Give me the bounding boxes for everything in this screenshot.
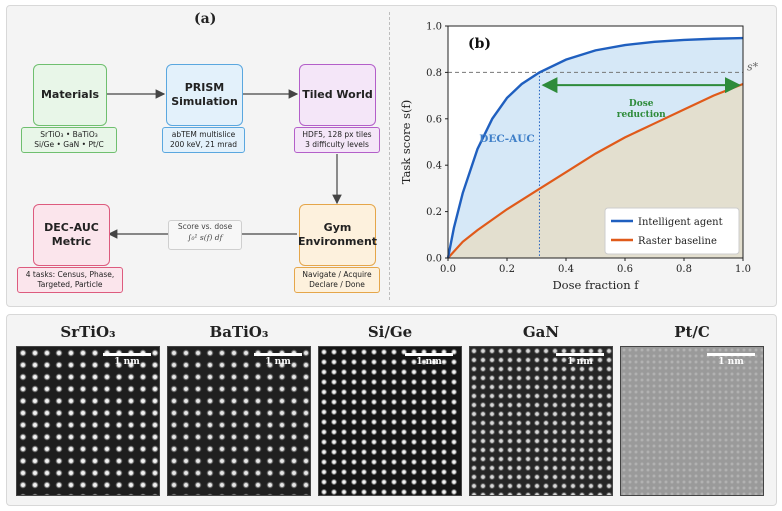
scale-bar-label: 1 nm xyxy=(114,357,140,367)
caption-line: 3 difficulty levels xyxy=(305,140,369,149)
y-tick-label: 0.6 xyxy=(426,114,442,125)
formula-text: ∫₀¹ s(f) df xyxy=(187,233,223,242)
x-axis-label: Dose fraction f xyxy=(552,278,639,292)
material-title: BaTiO₃ xyxy=(209,323,269,341)
series-raster-line xyxy=(447,82,744,259)
material-micrograph: 1 nm xyxy=(318,346,462,496)
scale-bar: 1 nm xyxy=(707,353,755,367)
material-micrograph: 1 nm xyxy=(469,346,613,496)
caption-line: SrTiO₃ • BaTiO₃ xyxy=(40,130,98,139)
caption-tiled: HDF5, 128 px tiles 3 difficulty levels xyxy=(294,127,380,153)
legend-box xyxy=(604,207,740,255)
material-title: Si/Ge xyxy=(367,323,413,341)
material-title: GaN xyxy=(522,323,560,341)
legend-label-raster: Raster baseline xyxy=(638,236,717,247)
material-micrograph: 1 nm xyxy=(620,346,764,496)
legend-label-agent: Intelligent agent xyxy=(638,217,723,228)
caption-gym: Navigate / Acquire Declare / Done xyxy=(294,267,380,293)
x-tick-label: 0.2 xyxy=(499,264,515,275)
node-tiled-world: Tiled World xyxy=(299,64,376,126)
s-star-label: s* xyxy=(747,60,759,73)
caption-line: Si/Ge • GaN • Pt/C xyxy=(34,140,104,149)
node-gym-environment: Gym Environment xyxy=(298,204,377,266)
material-micrograph: 1 nm xyxy=(16,346,160,496)
scale-bar-line xyxy=(707,353,755,356)
scale-bar: 1 nm xyxy=(556,353,604,367)
caption-line: 4 tasks: Census, Phase, xyxy=(25,270,115,279)
y-tick-label: 0.8 xyxy=(426,68,442,79)
scale-bar-line xyxy=(556,353,604,356)
material-title: SrTiO₃ xyxy=(60,323,116,341)
dose-reduction-label: reduction xyxy=(617,110,666,120)
scale-bar: 1 nm xyxy=(103,353,151,367)
score-formula-box: Score vs. dose ∫₀¹ s(f) df xyxy=(168,220,242,250)
panel-divider xyxy=(389,12,390,300)
formula-label: Score vs. dose xyxy=(177,222,233,231)
series-agent-line xyxy=(446,36,744,259)
scale-bar-label: 1 nm xyxy=(416,357,442,367)
scale-bar-line xyxy=(103,353,151,356)
y-tick-label: 1.0 xyxy=(426,22,442,33)
caption-materials: SrTiO₃ • BaTiO₃ Si/Ge • GaN • Pt/C xyxy=(21,127,117,153)
x-tick-label: 0.6 xyxy=(617,264,633,275)
y-tick-label: 0.0 xyxy=(426,254,442,265)
scale-bar-label: 1 nm xyxy=(718,357,744,367)
y-axis-label: Task score s(f) xyxy=(399,100,413,185)
x-tick-label: 0.8 xyxy=(676,264,692,275)
caption-line: 200 keV, 21 mrad xyxy=(170,140,237,149)
dose-reduction-label: Dose xyxy=(629,99,654,109)
caption-decauc: 4 tasks: Census, Phase, Targeted, Partic… xyxy=(17,267,123,293)
scale-bar-label: 1 nm xyxy=(567,357,593,367)
scale-bar-line xyxy=(254,353,302,356)
plot-frame xyxy=(447,25,744,259)
caption-prism: abTEM multislice 200 keV, 21 mrad xyxy=(162,127,245,153)
caption-line: HDF5, 128 px tiles xyxy=(302,130,372,139)
material-title: Pt/C xyxy=(674,323,710,341)
x-tick-label: 0.4 xyxy=(558,264,574,275)
panel-b-label: (b) xyxy=(468,36,491,52)
dec-auc-label: DEC-AUC xyxy=(479,133,534,145)
x-tick-label: 0.0 xyxy=(440,264,456,275)
caption-line: Targeted, Particle xyxy=(37,280,103,289)
node-materials: Materials xyxy=(33,64,107,126)
caption-line: Declare / Done xyxy=(309,280,365,289)
material-micrograph: 1 nm xyxy=(167,346,311,496)
scale-bar: 1 nm xyxy=(405,353,453,367)
scale-bar: 1 nm xyxy=(254,353,302,367)
node-prism-simulation: PRISM Simulation xyxy=(166,64,243,126)
y-tick-label: 0.2 xyxy=(426,207,442,218)
y-tick-label: 0.4 xyxy=(426,161,442,172)
scale-bar-line xyxy=(405,353,453,356)
scale-bar-label: 1 nm xyxy=(265,357,291,367)
node-dec-auc-metric: DEC-AUC Metric xyxy=(33,204,110,266)
panel-a-label: (a) xyxy=(194,11,217,27)
caption-line: Navigate / Acquire xyxy=(302,270,372,279)
x-tick-label: 1.0 xyxy=(735,264,751,275)
caption-line: abTEM multislice xyxy=(171,130,236,139)
